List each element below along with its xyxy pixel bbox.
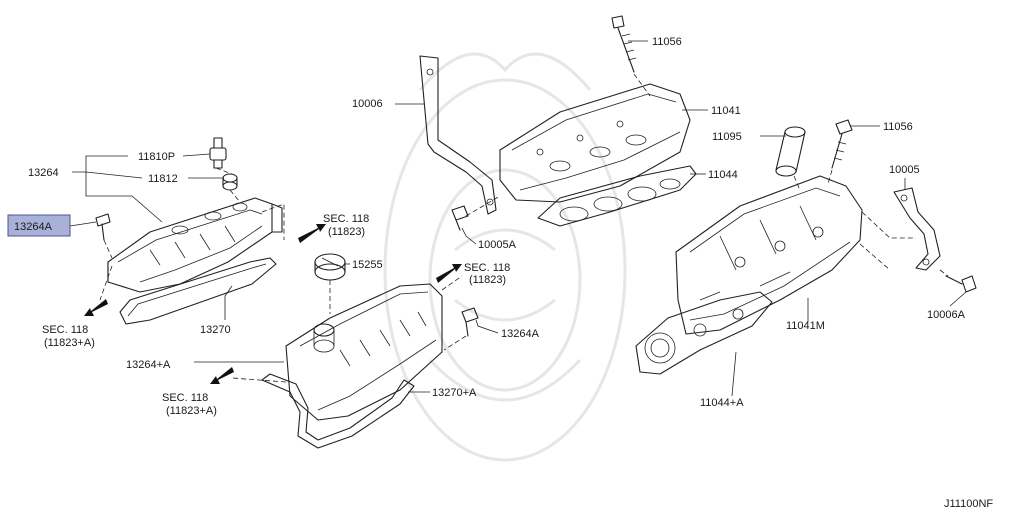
label-13264plusa[interactable]: 13264+A — [126, 359, 171, 371]
label-13264[interactable]: 13264 — [28, 167, 59, 179]
label-10005[interactable]: 10005 — [889, 164, 920, 176]
valve-cover-right[interactable] — [285, 283, 443, 421]
label-15255[interactable]: 15255 — [352, 259, 383, 271]
sec-ref-4-line2[interactable]: (11823+A) — [166, 405, 217, 417]
arrow-to-sec118-d — [210, 367, 234, 384]
label-11044[interactable]: 11044 — [708, 169, 738, 181]
label-13264a-selected[interactable]: 13264A — [14, 221, 53, 233]
grommet-11812[interactable] — [222, 173, 238, 191]
bolt-13264a-right[interactable] — [461, 307, 479, 337]
label-10006[interactable]: 10006 — [352, 98, 383, 110]
bracket-10006[interactable] — [419, 55, 497, 215]
bracket-10005[interactable] — [893, 187, 941, 271]
label-11810p[interactable]: 11810P — [138, 151, 175, 163]
label-10006a[interactable]: 10006A — [927, 309, 966, 321]
label-11812[interactable]: 11812 — [148, 173, 178, 185]
label-11095[interactable]: 11095 — [712, 131, 742, 143]
oil-filler-cap-15255[interactable] — [314, 253, 346, 281]
bolt-10006a[interactable] — [945, 275, 977, 293]
cylinder-head-11041m[interactable] — [675, 175, 863, 335]
valve-cover-gasket-left[interactable] — [119, 257, 277, 325]
valve-cover-gasket-right[interactable] — [261, 373, 415, 449]
selected-part-highlight[interactable] — [7, 214, 71, 237]
diagram-id: J11100NF — [944, 498, 993, 510]
sec-ref-4-line1[interactable]: SEC. 118 — [162, 392, 208, 404]
head-gasket-11044plusa[interactable] — [635, 291, 773, 375]
bolt-11056-right[interactable] — [831, 119, 853, 169]
pcv-valve-11810p[interactable] — [209, 137, 227, 169]
arrow-to-sec118-b — [436, 264, 462, 283]
label-10005a[interactable]: 10005A — [478, 239, 517, 251]
bolt-10005a[interactable] — [451, 205, 469, 231]
sec-ref-2-line1[interactable]: SEC. 118 — [464, 262, 510, 274]
label-11056-top[interactable]: 11056 — [652, 36, 682, 48]
label-13270plusa[interactable]: 13270+A — [432, 387, 477, 399]
bolt-13264a-left[interactable] — [95, 213, 111, 241]
label-11044plusa[interactable]: 11044+A — [700, 397, 744, 409]
sec-ref-1-line1[interactable]: SEC. 118 — [323, 213, 369, 225]
label-13270[interactable]: 13270 — [200, 324, 231, 336]
cylinder-head-11041[interactable] — [499, 83, 691, 203]
leader-lines — [69, 40, 967, 397]
arrow-to-sec118-c — [84, 299, 108, 316]
cam-plug-11095[interactable] — [775, 126, 806, 177]
label-11041m[interactable]: 11041M — [786, 320, 825, 332]
watermark-logo — [383, 52, 627, 462]
sec-ref-1-line2[interactable]: (11823) — [328, 226, 365, 238]
bolt-11056-top[interactable] — [611, 15, 637, 73]
sec-ref-3-line1[interactable]: SEC. 118 — [42, 324, 88, 336]
label-11041[interactable]: 11041 — [711, 105, 741, 117]
sec-ref-2-line2[interactable]: (11823) — [469, 274, 506, 286]
label-13264a-mid[interactable]: 13264A — [501, 328, 540, 340]
arrow-to-sec118-a — [298, 224, 326, 243]
label-11056-right[interactable]: 11056 — [883, 121, 913, 133]
valve-cover-left[interactable] — [107, 197, 283, 293]
sec-ref-3-line2[interactable]: (11823+A) — [44, 337, 95, 349]
